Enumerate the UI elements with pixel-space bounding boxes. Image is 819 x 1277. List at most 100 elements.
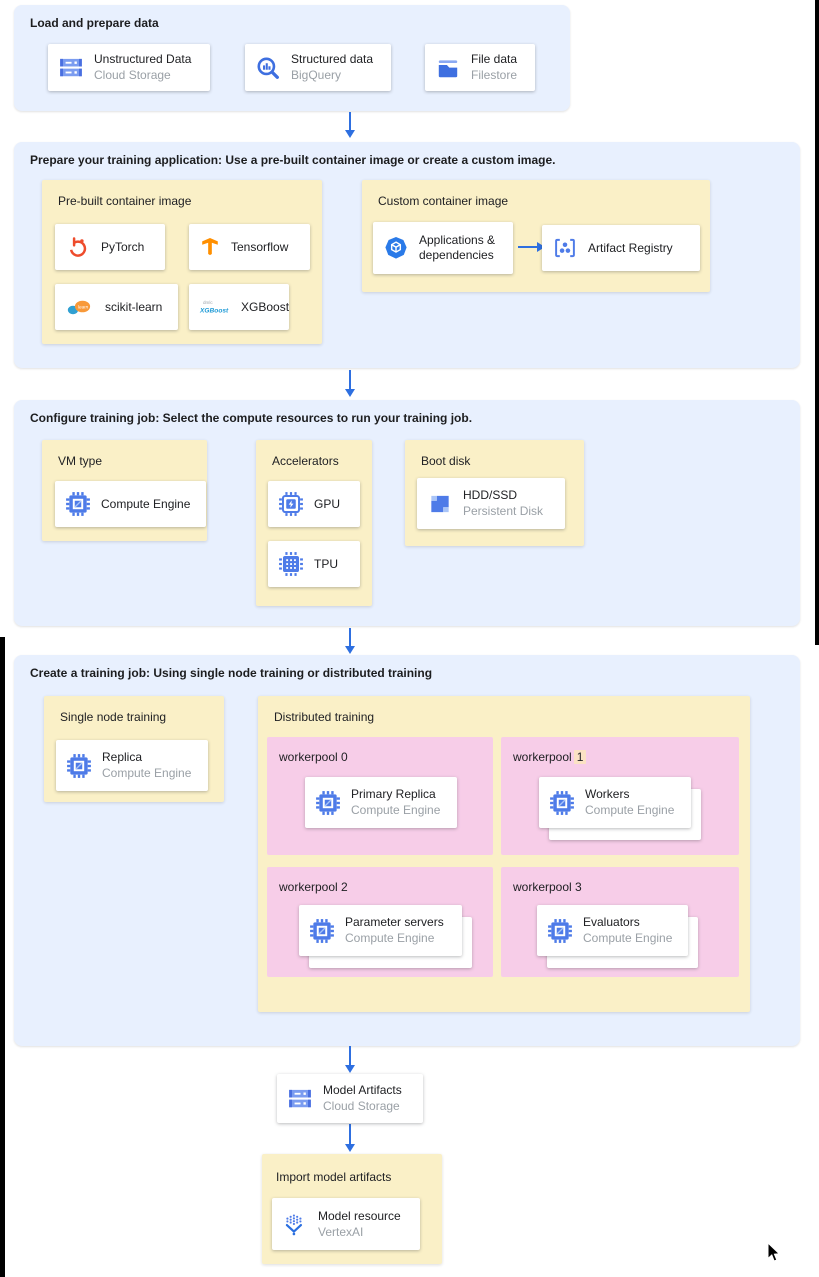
card-hdd-ssd: HDD/SSD Persistent Disk: [417, 478, 565, 529]
flow-arrow-down: [345, 1124, 355, 1152]
card-title: Artifact Registry: [588, 240, 673, 255]
card-subtitle: BigQuery: [291, 68, 342, 82]
flow-arrow-down: [345, 628, 355, 654]
panel-title: Custom container image: [378, 194, 509, 208]
applications-dependencies-icon: [383, 235, 409, 261]
card-primary-replica: Primary Replica Compute Engine: [305, 777, 457, 828]
card-model-artifacts: Model Artifacts Cloud Storage: [277, 1074, 423, 1123]
section-title: Load and prepare data: [30, 16, 159, 30]
card-subtitle: Compute Engine: [102, 766, 192, 780]
panel-title: Accelerators: [272, 454, 339, 468]
card-title: Applications & dependencies: [419, 233, 496, 262]
panel-title: Distributed training: [274, 710, 375, 724]
pool-label: workerpool 3: [513, 880, 582, 894]
card-compute-engine: Compute Engine: [55, 481, 206, 527]
card-title: XGBoost: [241, 299, 290, 314]
panel-title: Import model artifacts: [276, 1170, 392, 1184]
compute-engine-icon: [549, 790, 575, 816]
section-title: Prepare your training application: Use a…: [30, 153, 556, 167]
vertex-ai-model-icon: [282, 1211, 308, 1237]
gpu-icon: [278, 491, 304, 517]
card-title: Model resource: [318, 1208, 401, 1223]
artifact-registry-icon: [552, 235, 578, 261]
card-subtitle: Persistent Disk: [463, 504, 544, 518]
compute-engine-icon: [66, 753, 92, 779]
panel-custom-container: Custom container image Applications & de…: [362, 180, 710, 292]
pool-workerpool-0: workerpool 0: [267, 737, 493, 855]
section-load-data: Load and prepare data Unstructured Data …: [14, 5, 570, 111]
svg-text:XGBoost: XGBoost: [199, 308, 229, 315]
card-artifact-registry: Artifact Registry: [542, 225, 700, 271]
compute-engine-icon: [309, 918, 335, 944]
screenshot-edge-bar-right: [815, 0, 819, 645]
cloud-storage-icon: [287, 1086, 313, 1112]
card-title: Structured data: [291, 52, 374, 66]
section-create-job: Create a training job: Using single node…: [14, 655, 800, 1046]
card-gpu: GPU: [268, 481, 360, 527]
card-tensorflow: Tensorflow: [189, 224, 310, 270]
card-title: Evaluators: [583, 915, 640, 929]
panel-boot-disk: Boot disk HDD/SSD Persistent Disk: [405, 440, 584, 546]
card-evaluators: Evaluators Compute Engine: [537, 905, 698, 968]
section-prepare-application: Prepare your training application: Use a…: [14, 142, 800, 368]
card-model-resource: Model resource VertexAI: [272, 1198, 420, 1250]
pool-label: workerpool 0: [279, 750, 348, 764]
xgboost-icon: dmlc XGBoost: [199, 296, 231, 318]
tpu-icon: [278, 551, 304, 577]
card-subtitle: Compute Engine: [351, 803, 441, 817]
pool-workerpool-3: workerpool 3: [501, 867, 739, 977]
card-title: File data: [471, 52, 518, 66]
card-subtitle: Cloud Storage: [94, 68, 171, 82]
persistent-disk-icon: [427, 491, 453, 517]
card-parameter-servers: Parameter servers Compute Engine: [299, 905, 472, 968]
panel-title: Single node training: [60, 710, 167, 724]
card-title: Workers: [585, 787, 630, 801]
card-file-data: File data Filestore: [425, 44, 535, 91]
card-replica: Replica Compute Engine: [56, 740, 208, 791]
section-title: Create a training job: Using single node…: [30, 666, 433, 680]
flow-arrow-right: [518, 242, 545, 252]
flow-arrow-down: [345, 370, 355, 397]
card-title: HDD/SSD: [463, 488, 518, 502]
filestore-icon: [435, 55, 461, 81]
card-title: TPU: [314, 556, 338, 571]
card-title: Replica: [102, 750, 143, 764]
card-subtitle: Compute Engine: [583, 931, 673, 945]
card-title: Tensorflow: [231, 239, 289, 254]
tensorflow-icon: [199, 236, 221, 258]
card-title: Model Artifacts: [323, 1083, 402, 1097]
card-subtitle: Cloud Storage: [323, 1099, 400, 1113]
card-applications-dependencies: Applications & dependencies: [373, 222, 513, 274]
pytorch-icon: [65, 234, 91, 260]
card-pytorch: PyTorch: [55, 224, 165, 270]
card-subtitle: Compute Engine: [585, 803, 675, 817]
pool-label: workerpool 2: [279, 880, 348, 894]
pool-workerpool-2: workerpool 2: [267, 867, 493, 977]
svg-text:dmlc: dmlc: [203, 300, 213, 305]
flow-arrow-down: [345, 1046, 355, 1073]
panel-title: VM type: [58, 454, 103, 468]
flow-arrow-down: [345, 112, 355, 138]
panel-title: Boot disk: [421, 454, 471, 468]
card-subtitle: Filestore: [471, 68, 518, 82]
card-title: Primary Replica: [351, 787, 436, 801]
section-configure-job: Configure training job: Select the compu…: [14, 400, 800, 626]
panel-prebuilt-container: Pre-built container image PyTorch: [42, 180, 322, 344]
section-title: Configure training job: Select the compu…: [30, 411, 473, 425]
card-title: Parameter servers: [345, 915, 444, 929]
card-subtitle: VertexAI: [318, 1224, 364, 1239]
scikit-learn-icon: learn: [65, 295, 95, 319]
card-xgboost: dmlc XGBoost XGBoost: [189, 284, 289, 330]
screenshot-edge-bar-left: [0, 637, 5, 1277]
bigquery-icon: [255, 55, 281, 81]
card-title: GPU: [314, 496, 341, 511]
mouse-cursor: [766, 1241, 781, 1264]
card-unstructured-data: Unstructured Data Cloud Storage: [48, 44, 210, 91]
panel-accelerators: Accelerators GP: [256, 440, 372, 606]
panel-distributed: Distributed training workerpool 0: [258, 696, 750, 1012]
card-structured-data: Structured data BigQuery: [245, 44, 391, 91]
card-subtitle: Compute Engine: [345, 931, 435, 945]
pool-number-highlight: 1: [573, 750, 587, 764]
